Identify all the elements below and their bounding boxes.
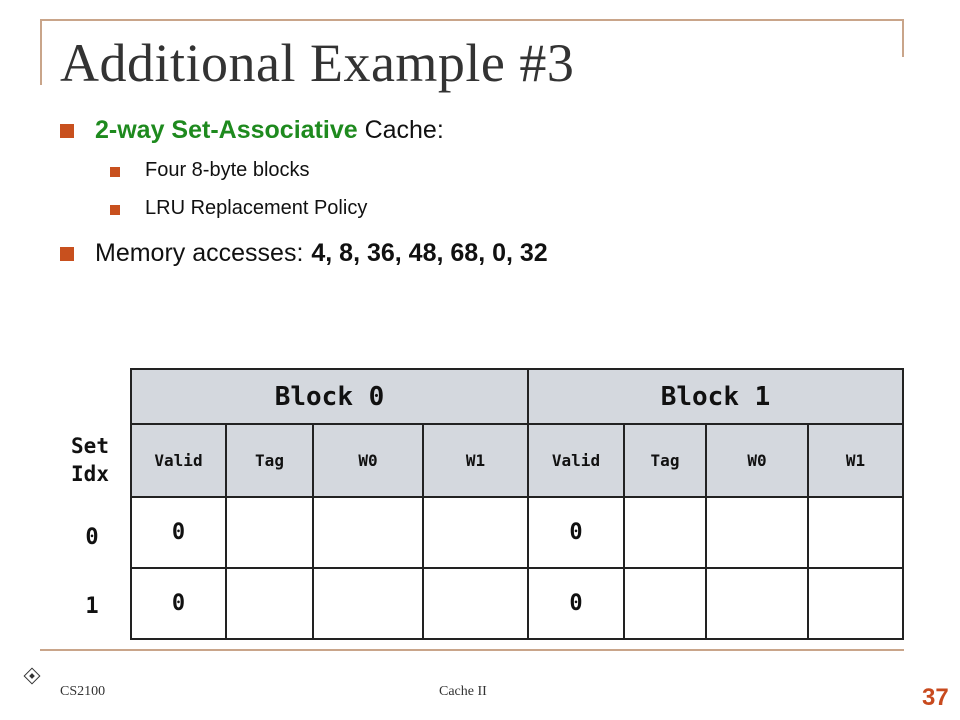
sub-bullet-square-icon bbox=[110, 205, 120, 215]
frame-right-line bbox=[902, 19, 904, 57]
set-index-1: 1 bbox=[85, 594, 99, 619]
set-idx-label-line1: Set bbox=[71, 434, 109, 458]
block-0-header: Block 0 bbox=[130, 368, 529, 425]
sub-bullet-block-size: Four 8-byte blocks bbox=[145, 159, 310, 181]
table-cell bbox=[623, 496, 707, 569]
slide-title: Additional Example #3 bbox=[60, 33, 575, 93]
footer-divider bbox=[40, 649, 904, 651]
set-index-0: 0 bbox=[85, 525, 99, 550]
col-w1-1: W1 bbox=[807, 423, 904, 498]
table-cell bbox=[623, 567, 707, 640]
accesses-values: 4, 8, 36, 48, 68, 0, 32 bbox=[311, 239, 548, 267]
block-header-row: Block 0 Block 1 bbox=[130, 368, 904, 425]
frame-top-line bbox=[40, 19, 904, 21]
bullet-memory-accesses: Memory accesses:4, 8, 36, 48, 68, 0, 32 bbox=[95, 239, 548, 268]
table-cell: 0 bbox=[130, 567, 227, 640]
table-cell bbox=[422, 496, 529, 569]
table-cell bbox=[705, 496, 809, 569]
diamond-icon bbox=[23, 667, 41, 685]
table-cell bbox=[225, 567, 314, 640]
footer-course: CS2100 bbox=[60, 684, 106, 699]
col-tag-1: Tag bbox=[623, 423, 707, 498]
block-1-header: Block 1 bbox=[527, 368, 904, 425]
col-w1-0: W1 bbox=[422, 423, 529, 498]
cache-table: Block 0 Block 1 Valid Tag W0 W1 Valid Ta… bbox=[130, 368, 904, 640]
sub-bullet-square-icon bbox=[110, 167, 120, 177]
table-cell bbox=[312, 496, 424, 569]
table-cell: 0 bbox=[130, 496, 227, 569]
table-cell bbox=[312, 567, 424, 640]
column-header-row: Valid Tag W0 W1 Valid Tag W0 W1 bbox=[130, 423, 904, 498]
table-cell bbox=[422, 567, 529, 640]
bullet-square-icon bbox=[60, 247, 74, 261]
sub-bullet-policy: LRU Replacement Policy bbox=[145, 197, 368, 219]
accesses-label: Memory accesses: bbox=[95, 239, 304, 267]
col-valid-0: Valid bbox=[130, 423, 227, 498]
cache-type-rest: Cache: bbox=[357, 116, 444, 144]
set-idx-label: Set Idx bbox=[50, 432, 130, 488]
col-valid-1: Valid bbox=[527, 423, 625, 498]
cache-type-accent: 2-way Set-Associative bbox=[95, 116, 358, 144]
bullet-cache-type: 2-way Set-Associative Cache: bbox=[95, 116, 444, 145]
set-idx-label-line2: Idx bbox=[71, 462, 109, 486]
table-cell: 0 bbox=[527, 567, 625, 640]
col-w0-1: W0 bbox=[705, 423, 809, 498]
col-w0-0: W0 bbox=[312, 423, 424, 498]
bullet-square-icon bbox=[60, 124, 74, 138]
table-cell bbox=[807, 496, 904, 569]
table-cell bbox=[807, 567, 904, 640]
frame-left-line bbox=[40, 19, 42, 85]
table-cell bbox=[705, 567, 809, 640]
footer-topic: Cache II bbox=[439, 684, 487, 699]
table-row: 0 0 bbox=[130, 567, 904, 640]
table-cell bbox=[225, 496, 314, 569]
table-cell: 0 bbox=[527, 496, 625, 569]
table-row: 0 0 bbox=[130, 496, 904, 569]
page-number: 37 bbox=[922, 684, 949, 711]
col-tag-0: Tag bbox=[225, 423, 314, 498]
